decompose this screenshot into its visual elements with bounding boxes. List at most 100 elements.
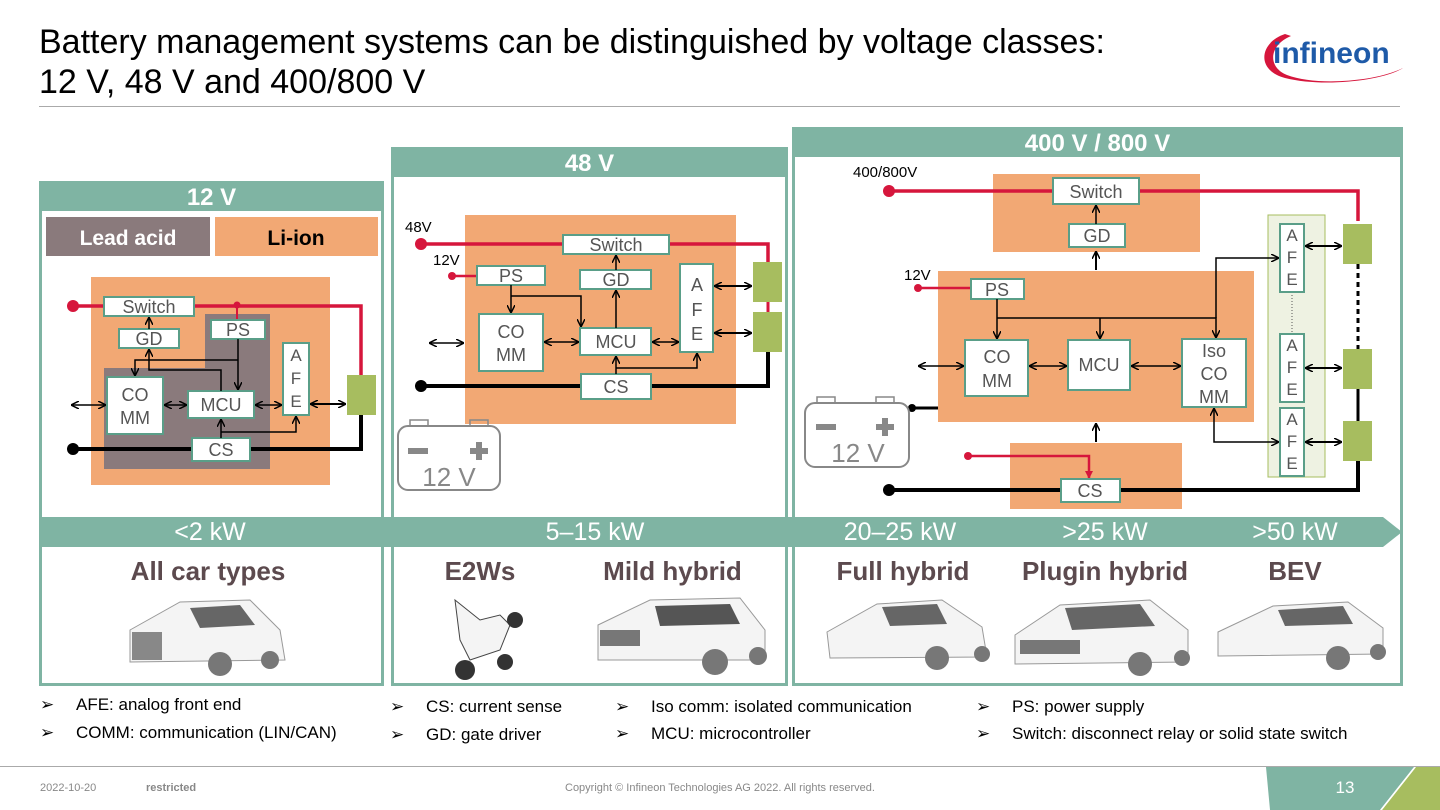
bullet-arrow-icon: ➢ <box>615 697 630 716</box>
power-bar <box>39 517 1402 547</box>
car-sedan-image <box>129 599 286 676</box>
switch-label: Switch <box>589 235 642 255</box>
legend-item: ➢CS: current sense <box>390 697 562 717</box>
negative-rail <box>421 352 770 388</box>
panel-400v-header: 400 V / 800 V <box>795 130 1400 157</box>
footer-date: 2022-10-20 <box>40 782 97 794</box>
gd-label: GD <box>603 270 630 290</box>
legend-item: ➢ Iso comm: isolated communication <box>615 697 912 717</box>
afe-label: F <box>1287 432 1297 451</box>
car-suv-image <box>597 597 767 675</box>
vehicle-label: Mild hybrid <box>603 556 742 586</box>
afe-label: E <box>1286 270 1297 289</box>
vehicle-label: E2Ws <box>444 556 516 586</box>
car-bev-image <box>1217 601 1386 670</box>
mcu-label: MCU <box>201 395 242 415</box>
legend-text: CS: current sense <box>426 697 563 716</box>
legend-text: Iso comm: isolated communication <box>651 697 912 716</box>
afe-label: E <box>290 392 301 411</box>
tab-lead-acid <box>46 217 210 256</box>
vehicle-label: BEV <box>1268 556 1322 586</box>
legend-text: AFE: analog front end <box>76 695 242 714</box>
12v-terminal <box>914 284 922 292</box>
comm-label: CO <box>122 385 149 405</box>
battery-cell <box>1343 349 1372 389</box>
mcu-label: MCU <box>596 332 637 352</box>
comm-block <box>478 313 544 372</box>
legend-text: COMM: communication (LIN/CAN) <box>76 723 337 742</box>
iso-comm-block <box>1181 338 1247 408</box>
switch-label: Switch <box>122 297 175 317</box>
afe-block <box>282 342 310 416</box>
afe-label: F <box>1287 358 1297 377</box>
ps-label: PS <box>985 280 1009 300</box>
iso-comm-label: Iso <box>1202 341 1226 361</box>
legend-item: ➢ COMM: communication (LIN/CAN) <box>40 723 337 743</box>
legend-item: ➢ MCU: microcontroller <box>615 724 811 744</box>
afe-label: A <box>1286 336 1298 355</box>
panel-12v-header: 12 V <box>42 184 381 211</box>
battery-cell <box>753 312 782 352</box>
gd-block <box>1068 223 1126 248</box>
positive-terminal <box>883 185 895 197</box>
rail-label-hv: 400/800V <box>853 164 917 181</box>
battery-cell <box>1343 224 1372 264</box>
legend-text: MCU: microcontroller <box>651 724 811 743</box>
battery-cell <box>347 375 376 415</box>
battery-cell <box>753 262 782 302</box>
footer-page-badge <box>1266 767 1440 810</box>
comm-label: MM <box>496 345 526 365</box>
mcu-block <box>1067 339 1131 391</box>
tab-lead-acid-label: Lead acid <box>80 227 177 250</box>
afe-label: E <box>1286 454 1297 473</box>
rail-label-12v: 12V <box>904 267 931 284</box>
car-hybrid-image <box>826 599 990 670</box>
power-range-label: <2 kW <box>174 518 246 546</box>
bullet-arrow-icon: ➢ <box>976 724 991 743</box>
ps-label: PS <box>226 320 250 340</box>
cs-label: CS <box>208 440 233 460</box>
switch-block <box>562 234 670 255</box>
afe-label: A <box>691 275 703 295</box>
afe-block: A F E <box>1279 223 1305 293</box>
gd-label: GD <box>136 329 163 349</box>
legend-item: ➢PS: power supply <box>976 697 1144 717</box>
battery-label: 12 V <box>831 438 885 468</box>
power-range-label: 5–15 kW <box>545 518 645 546</box>
cs-label: CS <box>1077 481 1102 501</box>
afe-label: E <box>691 324 703 344</box>
legend-text: GD: gate driver <box>426 725 542 744</box>
vehicle-label: All car types <box>130 556 286 586</box>
afe-label: E <box>1286 380 1297 399</box>
positive-terminal <box>415 238 427 250</box>
title-divider <box>39 106 1400 107</box>
bullet-arrow-icon: ➢ <box>40 695 55 714</box>
rail-label-12v: 12V <box>433 252 460 269</box>
12v-battery-icon: 12 V <box>804 396 910 468</box>
power-range-label: 20–25 kW <box>843 518 957 546</box>
vehicle-label: Full hybrid <box>836 556 970 586</box>
bullet-arrow-icon: ➢ <box>40 723 55 742</box>
negative-terminal <box>415 380 427 392</box>
mcu-block <box>187 390 255 419</box>
afe-label: F <box>692 300 703 320</box>
negative-terminal <box>883 484 895 496</box>
gd-label: GD <box>1084 226 1111 246</box>
positive-rail <box>421 242 770 262</box>
comm-block <box>964 339 1029 397</box>
legend-item: ➢ AFE: analog front end <box>40 695 241 715</box>
cs-feed-terminal <box>964 452 972 460</box>
comm-label: CO <box>498 322 525 342</box>
diagram-12v: Lead acid Li-ion Switch GD PS CO MM MCU … <box>46 217 378 485</box>
bullet-arrow-icon: ➢ <box>615 724 630 743</box>
negative-terminal <box>67 443 79 455</box>
footer-classification: restricted <box>146 782 197 794</box>
bullet-arrow-icon: ➢ <box>390 725 405 744</box>
infineon-logo: infineon <box>1264 34 1403 83</box>
logo-text: infineon <box>1273 37 1390 70</box>
rail-label-48v: 48V <box>405 219 432 236</box>
iso-comm-label: MM <box>1199 387 1229 407</box>
comm-label: MM <box>982 371 1012 391</box>
page-number: 13 <box>1335 778 1355 797</box>
cs-block <box>1060 478 1121 503</box>
